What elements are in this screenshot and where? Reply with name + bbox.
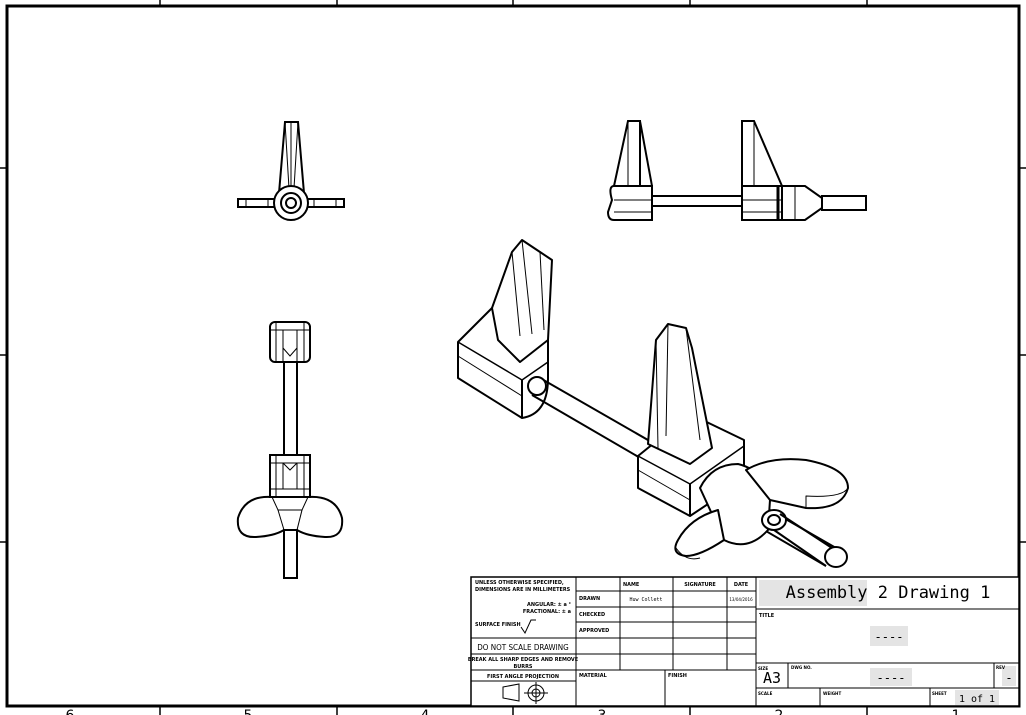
surface-finish-symbol — [520, 619, 536, 635]
row-checked: CHECKED — [579, 612, 605, 618]
dwg-no-value: ---- — [877, 671, 906, 685]
row-drawn: DRAWN — [579, 596, 600, 602]
row-approved: APPROVED — [579, 628, 609, 634]
header-date: DATE — [734, 582, 749, 588]
note-units: DIMENSIONS ARE IN MILLIMETERS — [475, 587, 571, 593]
drawn-date-value: 13/04/2016 — [729, 597, 753, 603]
drawing-name: Assembly 2 Drawing 1 — [786, 583, 991, 603]
title-value: ---- — [875, 630, 904, 644]
note-unless: UNLESS OTHERWISE SPECIFIED, — [475, 580, 564, 586]
isometric-view — [457, 239, 849, 568]
zone-number: 2 — [775, 708, 784, 715]
zone-number: 3 — [598, 708, 607, 715]
zone-number: 6 — [66, 708, 75, 715]
row-material: MATERIAL — [579, 673, 608, 679]
title-block-text: UNLESS OTHERWISE SPECIFIED, DIMENSIONS A… — [468, 580, 1013, 705]
zone-numbers: 6 5 4 3 2 1 — [66, 708, 961, 715]
scale-label: SCALE — [758, 691, 773, 697]
drawn-by-value: Huw Collett — [629, 597, 662, 603]
note-projection: FIRST ANGLE PROJECTION — [487, 674, 559, 680]
note-fractional: FRACTIONAL: ± a — [523, 609, 571, 615]
note-break-edges-2: BURRS — [514, 664, 533, 670]
projection-symbol — [502, 682, 548, 704]
weight-label: WEIGHT — [823, 691, 841, 697]
side-view — [237, 121, 345, 221]
note-surface-finish: SURFACE FINISH — [475, 622, 521, 628]
note-angular: ANGULAR: ± a ° — [527, 602, 571, 608]
rev-label: REV — [996, 665, 1006, 671]
sheet-value: 1 of 1 — [959, 694, 995, 705]
header-name: NAME — [623, 582, 640, 588]
top-view — [236, 321, 344, 579]
header-signature: SIGNATURE — [684, 582, 716, 588]
size-value: A3 — [763, 669, 781, 687]
rev-value: - — [1005, 671, 1012, 685]
title-label: TITLE — [759, 613, 775, 619]
row-finish: FINISH — [668, 673, 687, 679]
note-break-edges: BREAK ALL SHARP EDGES AND REMOVE — [468, 657, 579, 663]
sheet-label: SHEET — [932, 691, 947, 697]
title-block — [470, 576, 1020, 707]
zone-number: 5 — [244, 708, 253, 715]
note-do-not-scale: DO NOT SCALE DRAWING — [477, 643, 568, 652]
dwg-no-label: DWG NO. — [791, 665, 812, 671]
zone-number: 4 — [421, 708, 430, 715]
front-view — [606, 120, 867, 221]
zone-number: 1 — [952, 708, 961, 715]
size-label: SIZE — [758, 666, 768, 672]
